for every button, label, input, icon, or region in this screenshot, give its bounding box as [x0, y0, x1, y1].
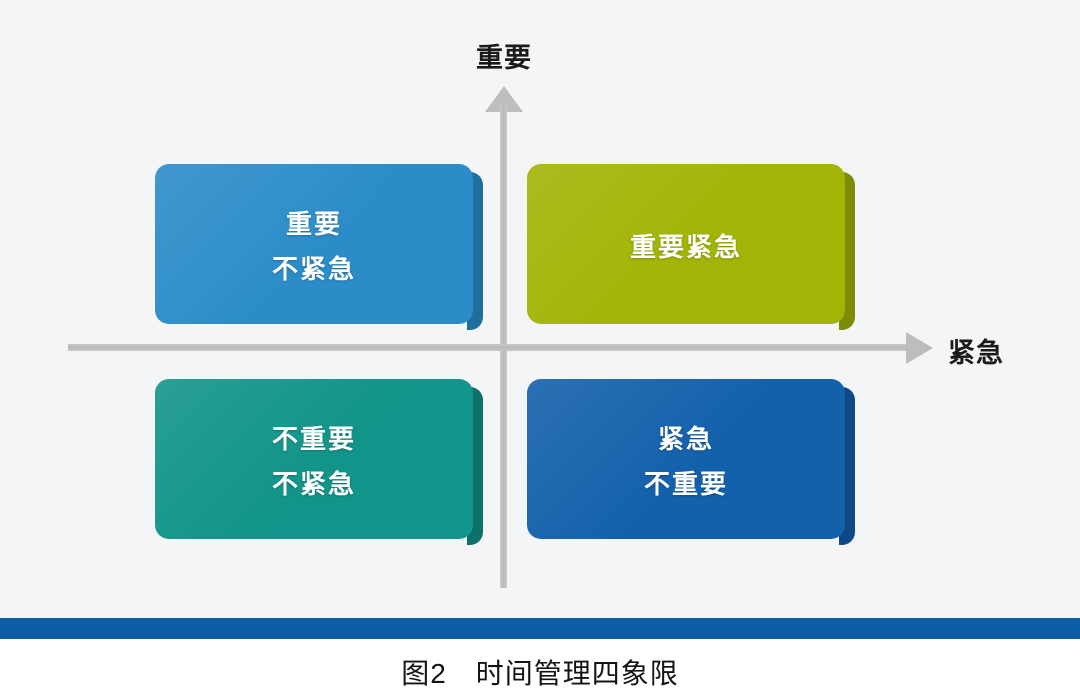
quadrant-face [155, 164, 473, 324]
horizontal-axis-label: 紧急 [948, 338, 1004, 368]
quadrant-label-group: 不重要 不紧急 [155, 417, 483, 506]
quadrant-important-urgent[interactable]: 重要紧急 [527, 164, 855, 330]
vertical-axis-label: 重要 [476, 43, 532, 73]
quadrant-label-line-1: 不重要 [271, 424, 356, 455]
quadrant-label-line-2: 不紧急 [271, 469, 356, 499]
quadrant-label-line-1: 重要 [285, 209, 342, 240]
quadrant-label-group: 重要 不紧急 [155, 202, 483, 291]
footer-rule [0, 618, 1080, 639]
horizontal-axis-arrow-icon [906, 332, 933, 364]
quadrant-not-important-not-urgent[interactable]: 不重要 不紧急 [155, 379, 483, 545]
quadrant-label-line-1: 重要紧急 [629, 231, 742, 262]
quadrant-label-group: 重要紧急 [527, 225, 855, 270]
quadrant-label-group: 紧急 不重要 [527, 417, 855, 506]
horizontal-axis-line [68, 344, 910, 351]
quadrant-label-line-2: 不紧急 [271, 254, 356, 284]
quadrant-face [527, 164, 845, 324]
quadrant-urgent-not-important[interactable]: 紧急 不重要 [527, 379, 855, 545]
quadrant-label-line-1: 紧急 [657, 424, 714, 455]
figure-caption: 图2 时间管理四象限 [401, 658, 679, 689]
quadrant-face [155, 379, 473, 539]
quadrant-important-not-urgent[interactable]: 重要 不紧急 [155, 164, 483, 330]
quadrant-label-line-2: 不重要 [643, 469, 728, 499]
quadrant-face [527, 379, 845, 539]
